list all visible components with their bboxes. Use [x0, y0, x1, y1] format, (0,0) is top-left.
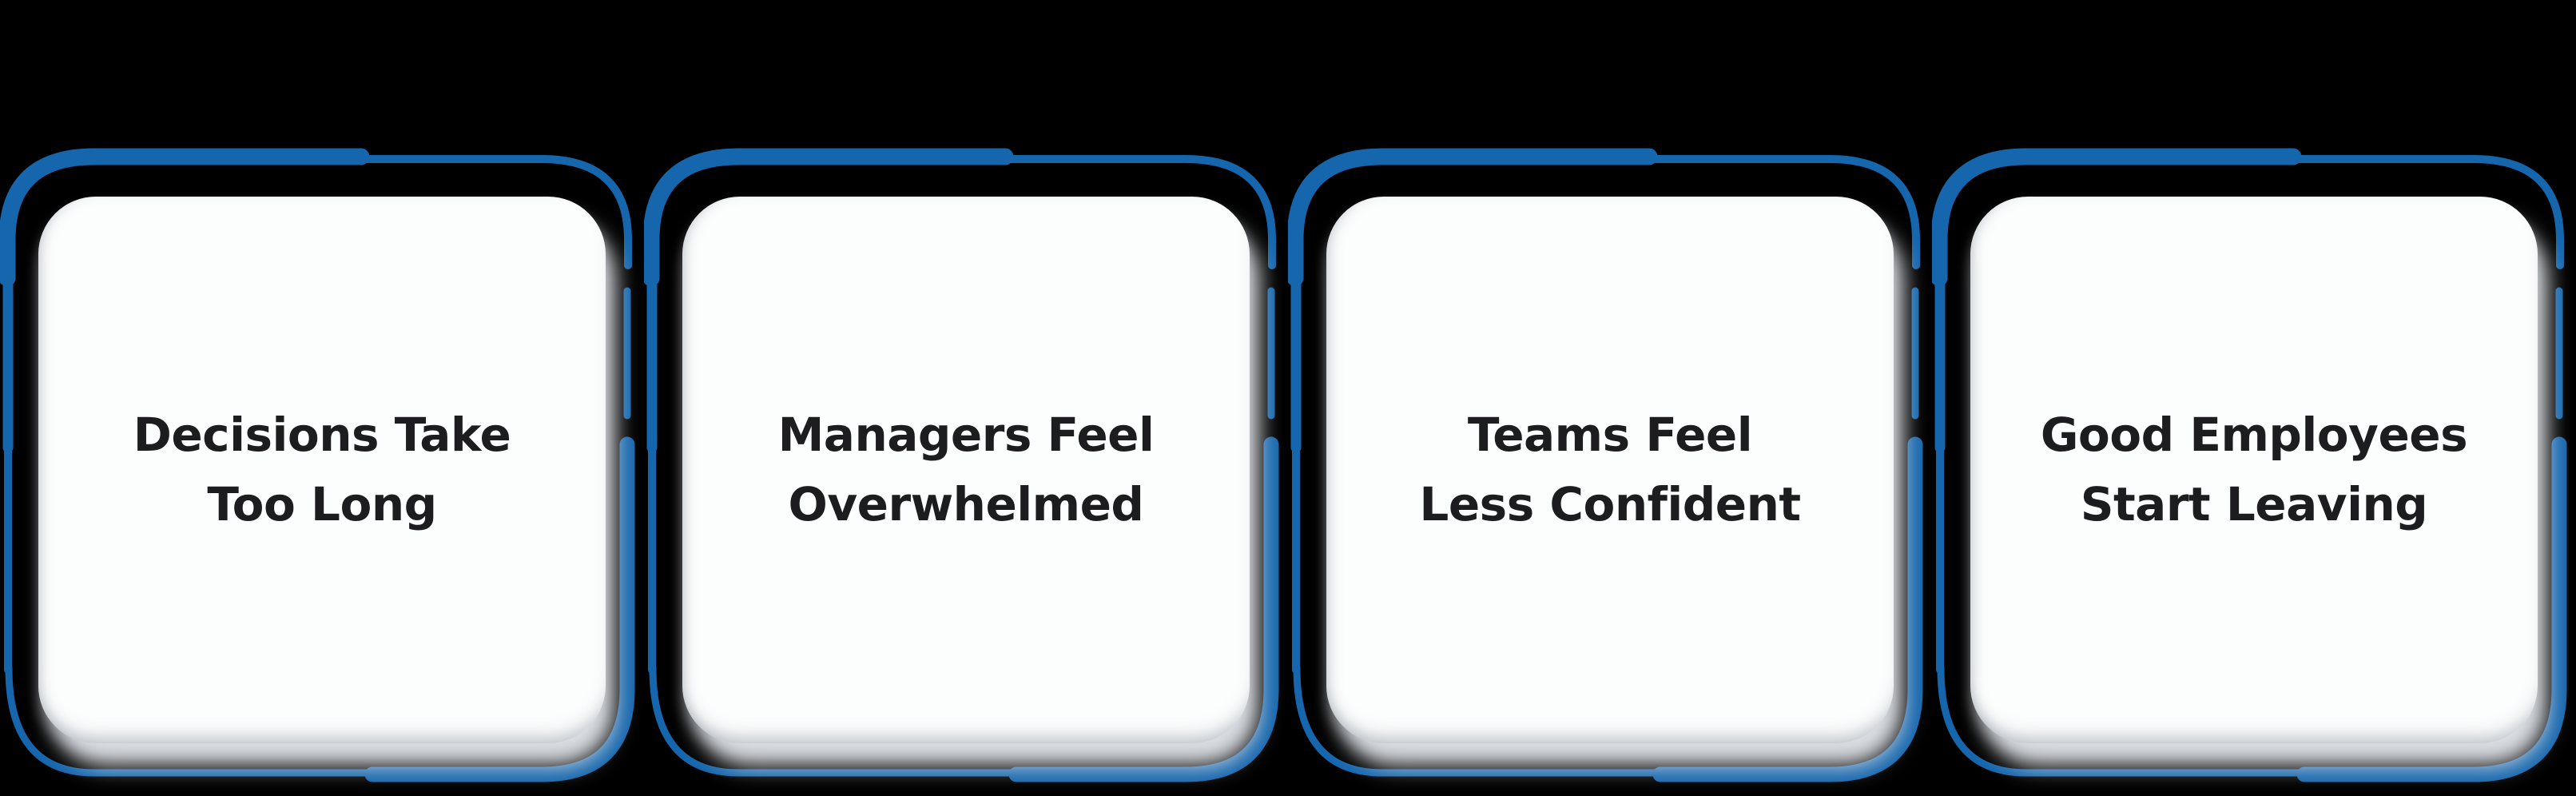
card-sketch-border — [1288, 148, 1923, 782]
card-title: Decisions Take Too Long — [133, 400, 511, 539]
card-title-line2: Overwhelmed — [788, 477, 1144, 531]
card-title-line1: Managers Feel — [777, 408, 1155, 462]
card-title-line2: Too Long — [207, 477, 437, 531]
card-title-line1: Teams Feel — [1467, 408, 1753, 462]
card-sketch-border — [1932, 148, 2567, 782]
card-title-line2: Less Confident — [1419, 477, 1801, 531]
card-title-line1: Decisions Take — [133, 408, 511, 462]
card: Managers Feel Overwhelmed — [682, 197, 1250, 743]
card: Good Employees Start Leaving — [1970, 197, 2538, 743]
card: Teams Feel Less Confident — [1326, 197, 1894, 743]
card-title: Managers Feel Overwhelmed — [778, 400, 1155, 539]
card-title: Teams Feel Less Confident — [1419, 400, 1801, 539]
card-title-line1: Good Employees — [2040, 408, 2468, 462]
card-column-1: Decisions Take Too Long — [0, 0, 644, 796]
card-column-3: Teams Feel Less Confident — [1288, 0, 1932, 796]
card: Decisions Take Too Long — [38, 197, 606, 743]
card-sketch-border — [644, 148, 1279, 782]
card-column-2: Managers Feel Overwhelmed — [644, 0, 1288, 796]
card-sketch-border — [0, 148, 635, 782]
card-title: Good Employees Start Leaving — [2040, 400, 2468, 539]
card-title-line2: Start Leaving — [2080, 477, 2428, 531]
card-column-4: Good Employees Start Leaving — [1932, 0, 2576, 796]
